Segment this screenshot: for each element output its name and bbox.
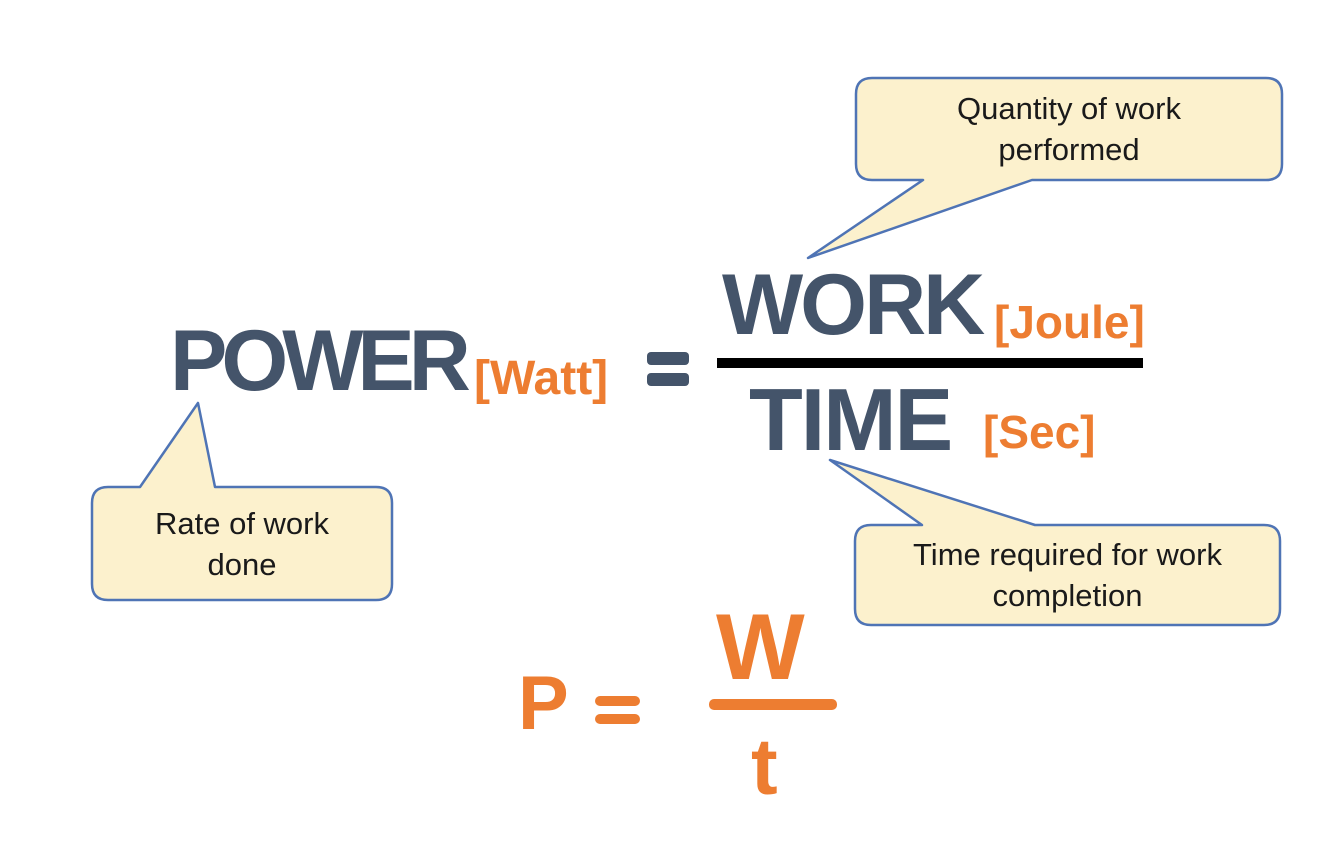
callout-work-line1: Quantity of work: [957, 91, 1181, 126]
symbolic-w-label: W: [716, 594, 805, 699]
callout-time-required: Time required for work completion: [855, 525, 1280, 625]
callout-power-line1: Rate of work: [154, 505, 329, 541]
symbolic-t-label: t: [751, 722, 778, 811]
speech-bubble-power-shape: [90, 401, 394, 602]
symbolic-p-label: P: [518, 661, 569, 746]
callout-rate-of-work: Rate of work done: [92, 487, 392, 600]
callout-power-line2: done: [207, 546, 277, 582]
sec-unit-label: [Sec]: [983, 406, 1096, 458]
power-label: POWER: [170, 313, 471, 409]
callout-time-line1: Time required for work: [913, 537, 1222, 572]
work-label: WORK: [722, 257, 985, 353]
joule-unit-label: [Joule]: [994, 296, 1145, 348]
symbolic-fraction-bar: [709, 699, 837, 710]
callout-time-line2: completion: [992, 578, 1143, 613]
symbolic-equals-sign: =: [595, 696, 640, 724]
equals-sign: =: [647, 352, 689, 386]
time-label: TIME: [749, 370, 953, 469]
speech-bubble-time-shape: [828, 458, 1282, 627]
watt-unit-label: [Watt]: [474, 352, 609, 405]
callout-quantity-of-work: Quantity of work performed: [856, 78, 1282, 180]
callout-work-line2: performed: [998, 132, 1140, 167]
speech-bubble-work-shape: [806, 76, 1284, 260]
fraction-bar: [717, 358, 1143, 368]
